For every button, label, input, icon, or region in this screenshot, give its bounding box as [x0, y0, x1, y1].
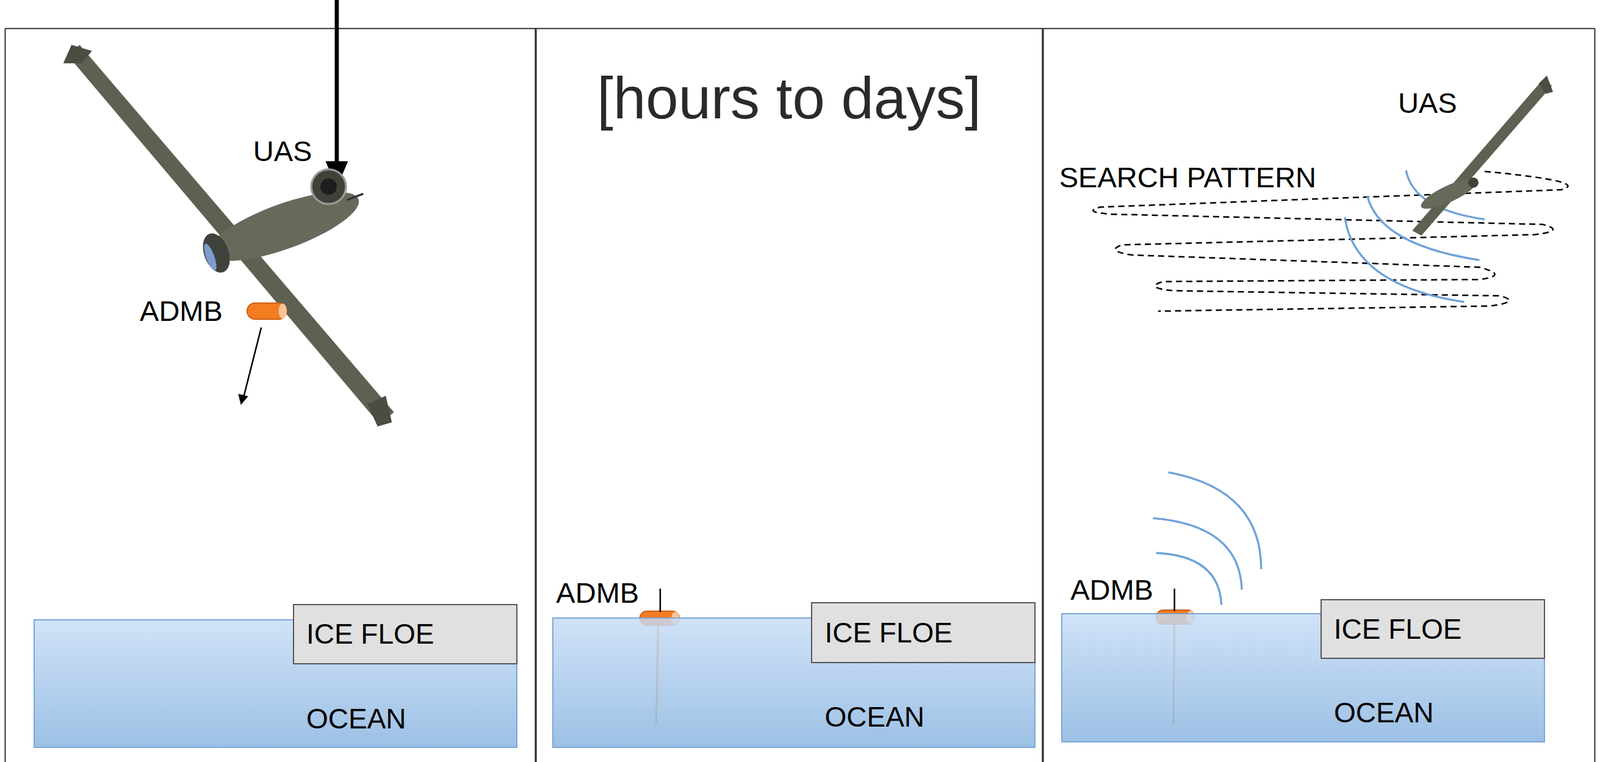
node-label: ICE FLOE — [824, 618, 953, 647]
admb-buoy — [247, 303, 287, 320]
signal-arc — [1344, 217, 1465, 303]
node-label: ICE FLOE — [1333, 615, 1463, 644]
frame-line — [4, 28, 6, 762]
ice-floe-box: ICE FLOE — [292, 604, 518, 665]
wing-tip — [1538, 75, 1554, 94]
signal-arc — [1168, 472, 1262, 570]
signal-arc — [1156, 552, 1222, 605]
buoy-end — [278, 303, 287, 319]
drone-fuselage — [1417, 173, 1480, 215]
diagram-label: [hours to days] — [596, 68, 982, 128]
drone-camera — [1468, 177, 1479, 188]
buoy-antenna — [1173, 588, 1176, 612]
camera-lens — [320, 178, 337, 196]
frame-line — [4, 28, 1595, 30]
node-label: OCEAN — [824, 702, 925, 732]
diagram-label: SEARCH PATTERN — [1059, 162, 1317, 192]
diagram-label: ADMB — [555, 578, 639, 608]
signal-arc — [1405, 170, 1485, 220]
diagram-label: UAS — [1398, 88, 1458, 118]
panel-frame — [4, 28, 1595, 762]
diagram-label: ADMB — [1070, 575, 1154, 605]
wing-tip — [63, 45, 93, 64]
drone-wing — [67, 45, 394, 425]
drop-arrow — [244, 327, 262, 397]
propeller — [201, 242, 220, 273]
node-label: ICE FLOE — [306, 619, 435, 649]
panel-divider — [1041, 28, 1044, 762]
buoy-antenna — [659, 588, 662, 613]
drone-engine — [197, 229, 235, 277]
uas-drone — [63, 45, 395, 427]
drone-antenna — [347, 194, 364, 201]
drone-camera — [311, 169, 346, 205]
frame-line — [1594, 28, 1596, 762]
ice-floe-box: ICE FLOE — [1320, 599, 1546, 660]
diagram-label: ADMB — [139, 296, 223, 326]
diagram-label: UAS — [253, 136, 313, 166]
arrow-head — [237, 394, 248, 406]
wing-tip — [367, 396, 392, 427]
node-label: OCEAN — [1333, 698, 1435, 727]
search-pattern-path — [1092, 171, 1568, 312]
signal-waves — [1344, 170, 1485, 303]
signal-waves — [1153, 472, 1262, 605]
launch-arrow — [335, 0, 340, 164]
signal-arc — [1153, 518, 1242, 590]
ice-floe-box: ICE FLOE — [810, 602, 1036, 664]
node-label: OCEAN — [306, 704, 407, 733]
panel-divider — [534, 28, 537, 762]
